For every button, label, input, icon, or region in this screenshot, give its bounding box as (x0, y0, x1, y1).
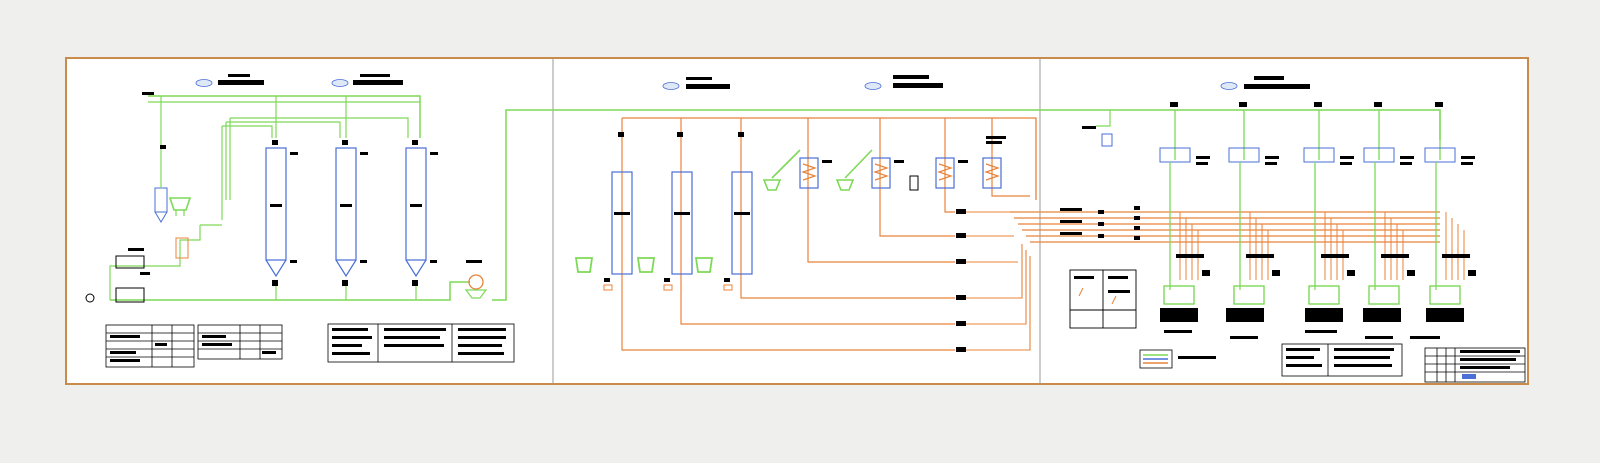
notes-block (327, 323, 515, 363)
middle-panel (574, 75, 1037, 352)
silo-group-left (265, 147, 427, 278)
left-panel (85, 74, 515, 368)
equipment-table-2 (197, 324, 283, 360)
equipment-table-1 (105, 324, 195, 368)
right-panel (1010, 76, 1526, 383)
drawing-sheet (65, 57, 1529, 385)
title-block (1424, 347, 1526, 383)
control-cabinet (1069, 269, 1137, 329)
station-units (1159, 102, 1476, 339)
legend (1139, 349, 1216, 369)
